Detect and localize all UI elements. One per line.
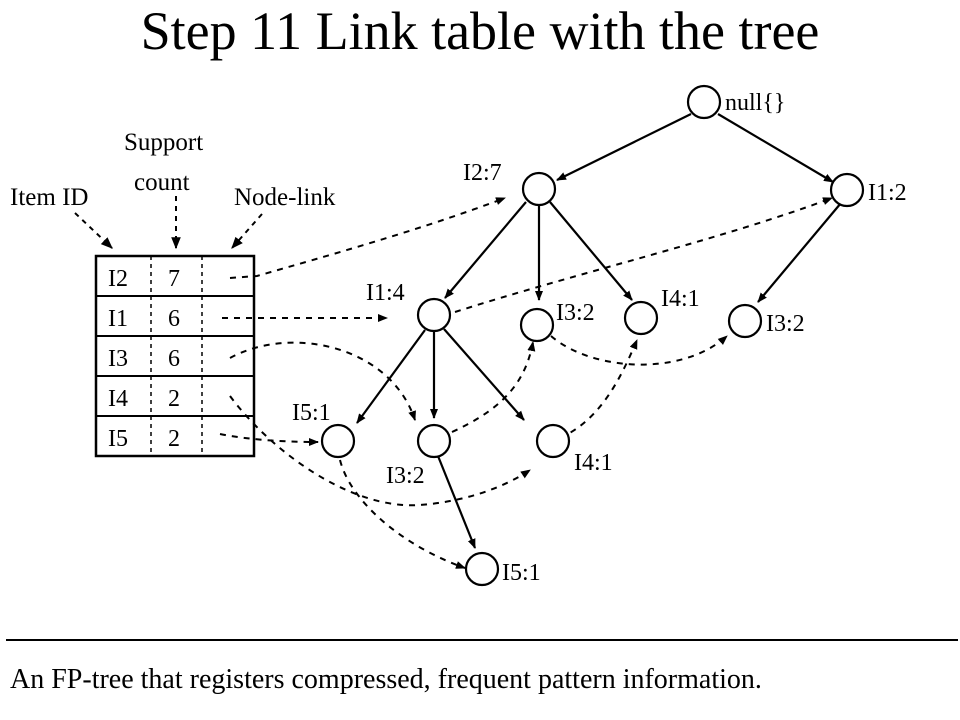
link-i5-row bbox=[219, 433, 319, 446]
node-i3-2-b bbox=[727, 303, 763, 339]
table-count: 6 bbox=[168, 346, 180, 372]
node-root bbox=[686, 84, 722, 120]
header-node-link: Node-link bbox=[234, 184, 336, 211]
table-count: 7 bbox=[168, 266, 180, 292]
label-i5-1-b: I5:1 bbox=[502, 560, 541, 586]
edge-i1-i5 bbox=[356, 329, 426, 424]
link-i4-chain bbox=[559, 339, 638, 439]
node-i1-2 bbox=[829, 172, 865, 208]
figure-caption: An FP-tree that registers compressed, fr… bbox=[10, 664, 762, 695]
header-support-line2: count bbox=[134, 169, 190, 196]
label-root: null{} bbox=[725, 90, 785, 116]
link-i4-row bbox=[229, 395, 531, 507]
label-i1-4: I1:4 bbox=[366, 280, 405, 306]
caption-rule bbox=[6, 639, 958, 641]
node-i4-1-b bbox=[535, 423, 571, 459]
slide-title: Step 11 Link table with the tree bbox=[140, 1, 820, 61]
label-i2-7: I2:7 bbox=[463, 160, 502, 186]
edge-i2-i4 bbox=[549, 201, 633, 301]
node-i1-4 bbox=[416, 297, 452, 333]
table-item: I1 bbox=[108, 306, 128, 332]
edge-root-i1 bbox=[717, 113, 834, 183]
node-i5-1-a bbox=[320, 423, 356, 459]
node-i3-2-a bbox=[519, 307, 555, 343]
table-item: I5 bbox=[108, 426, 128, 452]
header-support-line1: Support bbox=[124, 129, 203, 156]
table-item: I4 bbox=[108, 386, 128, 412]
table-count: 6 bbox=[168, 306, 180, 332]
node-labels: null{} I2:7 I1:2 I1:4 I3:2 I4:1 I3:2 I5:… bbox=[292, 90, 907, 586]
table-rows: I2 7 I1 6 I3 6 I4 2 I5 2 bbox=[108, 266, 180, 452]
link-i5-chain bbox=[339, 459, 466, 569]
label-i5-1-a: I5:1 bbox=[292, 400, 331, 426]
node-links bbox=[219, 197, 833, 569]
arrow-node-link bbox=[231, 213, 263, 249]
node-i5-1-b bbox=[464, 551, 500, 587]
label-i3-2-a: I3:2 bbox=[556, 300, 595, 326]
header-table bbox=[94, 254, 256, 458]
table-item: I2 bbox=[108, 266, 128, 292]
arrow-item-id bbox=[74, 212, 113, 249]
node-i4-1-a bbox=[623, 300, 659, 336]
link-i3-row bbox=[229, 341, 416, 421]
label-i1-2: I1:2 bbox=[868, 180, 907, 206]
tree-edges bbox=[356, 113, 842, 549]
table-count: 2 bbox=[168, 386, 180, 412]
node-i3-2-c bbox=[416, 423, 452, 459]
header-arrows bbox=[74, 196, 263, 250]
fp-tree-diagram: Item ID Support count Node-link I2 7 I1 … bbox=[10, 84, 907, 587]
label-i3-2-c: I3:2 bbox=[386, 463, 425, 489]
edge-i3-i5 bbox=[436, 455, 477, 549]
header-item-id: Item ID bbox=[10, 184, 88, 211]
link-i3-chain-2 bbox=[550, 335, 728, 366]
label-i4-1-b: I4:1 bbox=[574, 450, 613, 476]
link-i3-chain-1 bbox=[451, 341, 536, 433]
label-i3-2-b: I3:2 bbox=[766, 311, 805, 337]
tree-nodes bbox=[320, 84, 865, 587]
link-i1-chain bbox=[454, 197, 833, 313]
label-i4-1-a: I4:1 bbox=[661, 286, 700, 312]
edge-i1-i4 bbox=[443, 328, 525, 421]
edge-i2-i1 bbox=[444, 201, 527, 299]
node-i2-7 bbox=[521, 171, 557, 207]
edge-i1r-i3 bbox=[757, 202, 842, 303]
table-item: I3 bbox=[108, 346, 128, 372]
table-count: 2 bbox=[168, 426, 180, 452]
edge-root-i2 bbox=[556, 113, 692, 181]
